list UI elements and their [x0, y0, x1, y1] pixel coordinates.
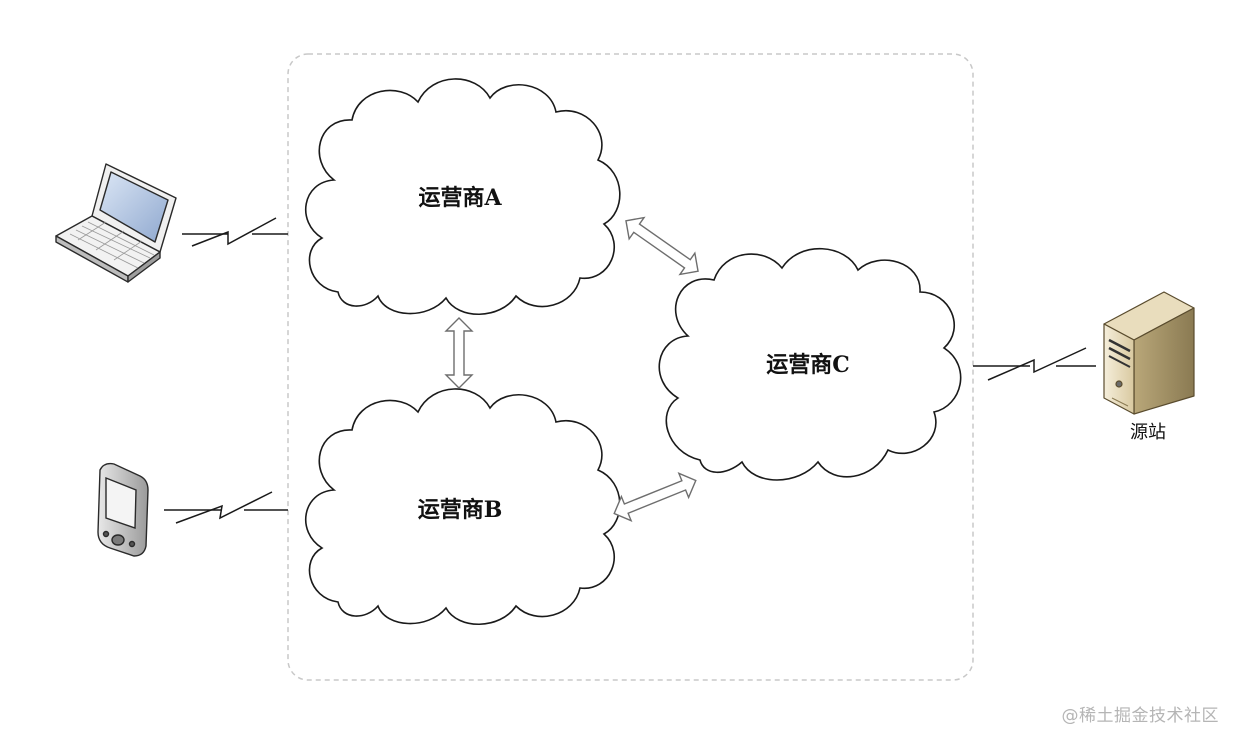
cloud-c-label: 运营商C: [766, 352, 850, 378]
network-boundary: [287, 53, 974, 681]
cloud-operator-a: 运营商A: [305, 78, 621, 316]
cloud-a-shape: [305, 78, 621, 316]
wireless-link-server: [973, 347, 1096, 381]
watermark: @稀土掘金技术社区: [1061, 706, 1219, 726]
server-icon: [1103, 291, 1195, 415]
mobile-phone-icon: [97, 462, 149, 557]
wireless-link-laptop: [182, 217, 288, 247]
cloud-operator-c: 运营商C: [658, 247, 962, 481]
cloud-c-shape: [658, 247, 962, 481]
server-label: 源站: [1130, 422, 1166, 443]
cloud-b-shape: [305, 388, 621, 626]
double-arrow-a-c: [625, 216, 699, 276]
double-arrow-a-b: [444, 317, 474, 389]
cloud-b-label: 运营商B: [418, 497, 503, 523]
cloud-operator-b: 运营商B: [305, 388, 621, 626]
wireless-link-phone: [164, 491, 288, 524]
laptop-icon: [55, 163, 177, 283]
double-arrow-b-c: [613, 472, 697, 522]
cloud-a-label: 运营商A: [418, 185, 502, 211]
